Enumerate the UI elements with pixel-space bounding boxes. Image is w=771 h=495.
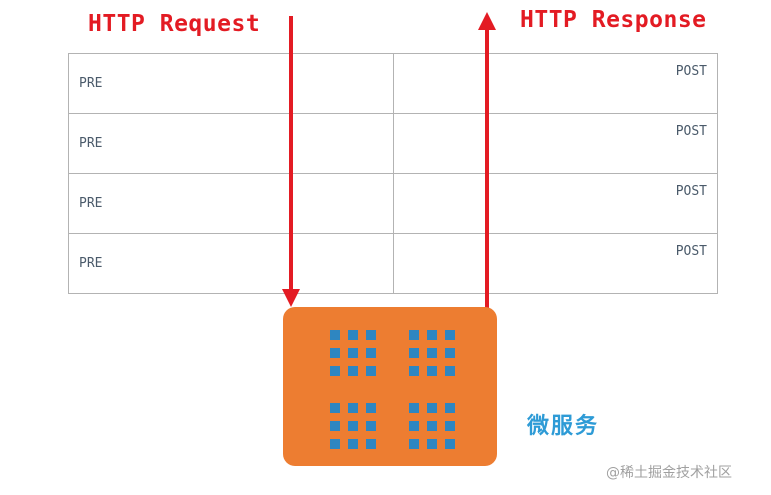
response-arrow bbox=[478, 12, 496, 310]
service-instance-cell bbox=[366, 439, 376, 449]
service-instance-cell bbox=[330, 421, 340, 431]
service-instance-grid bbox=[409, 330, 455, 376]
pre-filter-cell: PRE bbox=[68, 113, 394, 174]
service-instance-cell bbox=[348, 366, 358, 376]
pre-filter-cell: PRE bbox=[68, 53, 394, 114]
service-instance-cell bbox=[348, 439, 358, 449]
service-instance-cell bbox=[330, 348, 340, 358]
service-instance-cell bbox=[427, 366, 437, 376]
microservice-box bbox=[283, 307, 497, 466]
service-instance-grid bbox=[330, 403, 376, 449]
service-instance-cell bbox=[366, 330, 376, 340]
service-instance-cell bbox=[409, 330, 419, 340]
service-instance-cell bbox=[330, 403, 340, 413]
microservice-label: 微服务 bbox=[527, 413, 600, 439]
service-instance-cell bbox=[348, 403, 358, 413]
filter-row: PRE POST bbox=[68, 233, 718, 294]
service-instance-cell bbox=[348, 330, 358, 340]
service-instance-cell bbox=[409, 348, 419, 358]
service-instance-cell bbox=[427, 439, 437, 449]
http-request-label: HTTP Request bbox=[88, 11, 261, 37]
service-instance-cell bbox=[445, 366, 455, 376]
service-instance-cell bbox=[445, 421, 455, 431]
service-instance-cell bbox=[445, 348, 455, 358]
service-instance-cell bbox=[409, 403, 419, 413]
service-instance-cell bbox=[409, 421, 419, 431]
service-instance-cell bbox=[445, 403, 455, 413]
service-instance-cell bbox=[348, 421, 358, 431]
post-filter-cell: POST bbox=[392, 233, 718, 294]
post-filter-cell: POST bbox=[392, 173, 718, 234]
service-instance-cell bbox=[366, 366, 376, 376]
service-instance-cell bbox=[366, 403, 376, 413]
filter-row: PRE POST bbox=[68, 113, 718, 174]
request-arrow bbox=[282, 16, 300, 307]
service-instance-grid bbox=[409, 403, 455, 449]
service-instance-cell bbox=[427, 421, 437, 431]
service-instance-cell bbox=[409, 366, 419, 376]
service-instance-cell bbox=[445, 330, 455, 340]
filter-chain-table: PRE POST PRE POST PRE POST PRE POST bbox=[68, 53, 718, 294]
filter-row: PRE POST bbox=[68, 173, 718, 234]
service-instance-cell bbox=[427, 348, 437, 358]
service-instance-cell bbox=[427, 330, 437, 340]
service-instance-cell bbox=[330, 330, 340, 340]
service-instance-cell bbox=[330, 366, 340, 376]
service-instance-grid bbox=[330, 330, 376, 376]
pre-filter-cell: PRE bbox=[68, 233, 394, 294]
service-instance-cell bbox=[330, 439, 340, 449]
service-instance-cell bbox=[409, 439, 419, 449]
service-instance-cell bbox=[445, 439, 455, 449]
watermark: @稀土掘金技术社区 bbox=[606, 465, 732, 481]
service-instance-cell bbox=[348, 348, 358, 358]
service-instance-cell bbox=[366, 348, 376, 358]
post-filter-cell: POST bbox=[392, 113, 718, 174]
service-instance-cell bbox=[366, 421, 376, 431]
service-instance-cell bbox=[427, 403, 437, 413]
filter-row: PRE POST bbox=[68, 53, 718, 114]
http-response-label: HTTP Response bbox=[520, 7, 707, 33]
